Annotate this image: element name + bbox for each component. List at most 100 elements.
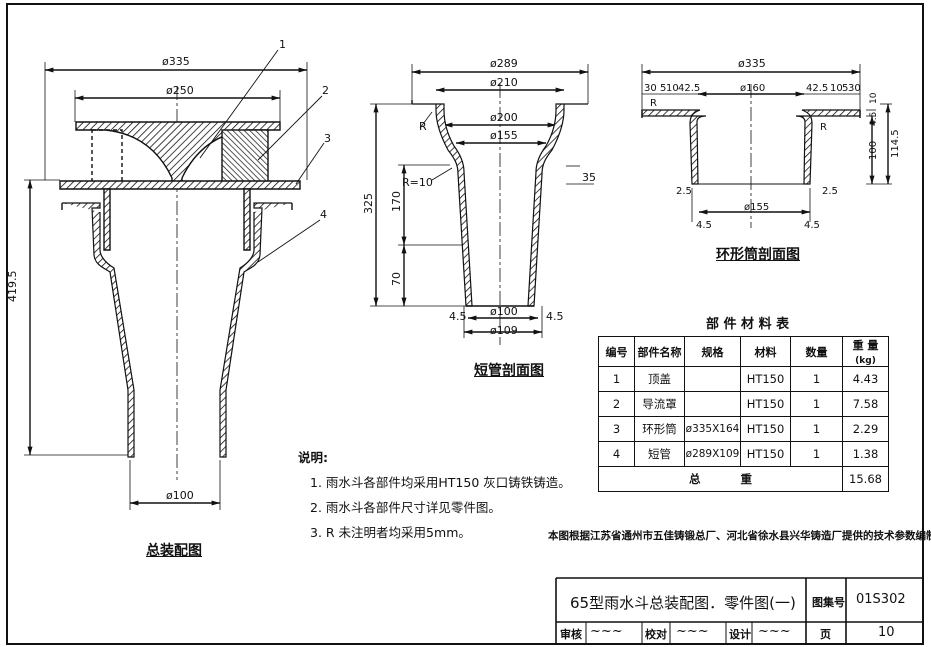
ring-dim-25-l: 2.5 <box>676 186 692 197</box>
callout-1: 1 <box>279 38 286 51</box>
cell-weight: 4.43 <box>842 366 889 392</box>
ring-caption: 环形筒剖面图 <box>716 247 800 263</box>
short-pipe-right-wall <box>219 202 292 458</box>
short-pipe-drawing <box>370 64 594 345</box>
table-header-row: 编号 部件名称 规格 材料 数量 重 量(kg) <box>598 336 889 367</box>
note-item-1: 1. 雨水斗各部件均采用HT150 灰口铸铁铸造。 <box>310 475 571 490</box>
col-header-qty: 数量 <box>790 336 843 367</box>
cell-material: HT150 <box>740 441 791 467</box>
pipe-dim-289-label: ø289 <box>490 57 518 70</box>
table-total-row: 总 重 15.68 <box>598 466 889 492</box>
deflector-hood-left <box>91 129 123 183</box>
cell-name: 导流罩 <box>634 391 685 417</box>
pipe-dim-109-label: ø109 <box>490 324 518 337</box>
pipe-caption: 短管剖面图 <box>474 363 544 379</box>
source-note: 本图根据江苏省通州市五佳铸锻总厂、河北省徐水县兴华铸造厂提供的技术参数编制。 <box>548 530 931 542</box>
check-label: 校对 <box>645 628 667 641</box>
assembly-caption: 总装配图 <box>146 543 202 559</box>
pipe-dim-325-label: 325 <box>362 193 375 214</box>
ring-dim-30-l: 30 <box>644 83 657 94</box>
ring-dim-10-r: 10 <box>830 83 843 94</box>
title-block-frame <box>555 577 923 644</box>
page-number: 10 <box>878 625 895 640</box>
cell-material: HT150 <box>740 366 791 392</box>
ring-dim-25-r: 2.5 <box>822 186 838 197</box>
review-label: 审核 <box>560 628 582 641</box>
note-item-2: 2. 雨水斗各部件尺寸详见零件图。 <box>310 500 501 515</box>
assembly-dim-335-label: ø335 <box>162 55 190 68</box>
ring-dim-5-l: 5 <box>660 83 667 94</box>
callout-2: 2 <box>322 84 329 97</box>
ring-left-wall <box>641 109 707 185</box>
ring-dim-v1145: 114.5 <box>890 129 901 158</box>
notes-heading: 说明: <box>298 450 328 465</box>
cell-no: 4 <box>598 441 635 467</box>
table-row: 1 顶盖 HT150 1 4.43 <box>598 366 889 392</box>
cell-qty: 1 <box>790 366 843 392</box>
cell-name: 顶盖 <box>634 366 685 392</box>
ring-dim-5-r: 5 <box>842 83 849 94</box>
ring-dim-335-label: ø335 <box>738 57 766 70</box>
weight-label: 重 量 <box>852 339 879 352</box>
ring-dim-v45: 4.5 <box>869 111 879 126</box>
callout-3: 3 <box>324 132 331 145</box>
ring-dim-v100: 100 <box>868 140 879 160</box>
cell-qty: 1 <box>790 391 843 417</box>
pipe-dim-210-label: ø210 <box>490 76 518 89</box>
col-header-spec: 规格 <box>684 336 741 367</box>
pipe-r10-label: R=10 <box>402 176 433 189</box>
check-signature: ~~~ <box>676 624 709 639</box>
pipe-dim-45-right: 4.5 <box>546 310 564 323</box>
col-header-no: 编号 <box>598 336 635 367</box>
ring-r-left: R <box>650 98 657 109</box>
pipe-dim-200-label: ø200 <box>490 111 518 124</box>
review-signature: ~~~ <box>590 624 623 639</box>
cell-spec: ø335X164 <box>684 416 741 442</box>
table-row: 3 环形筒 ø335X164 HT150 1 2.29 <box>598 416 889 442</box>
cell-spec <box>684 391 741 417</box>
assembly-dim-100-label: ø100 <box>166 489 194 502</box>
cell-spec: ø289X109 <box>684 441 741 467</box>
pipe-dim-45-left: 4.5 <box>449 310 467 323</box>
pipe-dim-170-label: 170 <box>390 191 403 212</box>
col-header-weight: 重 量(kg) <box>842 336 889 367</box>
pipe-r-label: R <box>419 120 427 133</box>
cell-no: 2 <box>598 391 635 417</box>
ring-tube-drawing <box>641 64 892 228</box>
cell-name: 短管 <box>634 441 685 467</box>
cell-qty: 1 <box>790 441 843 467</box>
design-signature: ~~~ <box>758 624 791 639</box>
ring-flange-part-3 <box>59 180 301 190</box>
total-value: 15.68 <box>842 466 889 492</box>
table-row: 4 短管 ø289X109 HT150 1 1.38 <box>598 441 889 467</box>
cell-material: HT150 <box>740 391 791 417</box>
cell-weight: 7.58 <box>842 391 889 417</box>
parts-table: 编号 部件名称 规格 材料 数量 重 量(kg) 1 顶盖 HT150 1 4.… <box>598 336 889 492</box>
col-header-material: 材料 <box>740 336 791 367</box>
pipe-left-wall <box>412 103 473 307</box>
deflector-hood-part-2 <box>221 129 269 183</box>
col-header-name: 部件名称 <box>634 336 685 367</box>
assembly-dim-4195-label: 419.5 <box>6 270 19 303</box>
cell-qty: 1 <box>790 416 843 442</box>
cell-material: HT150 <box>740 416 791 442</box>
cell-weight: 2.29 <box>842 416 889 442</box>
pipe-dim-100-label: ø100 <box>490 305 518 318</box>
note-item-3: 3. R 未注明者均采用5mm。 <box>310 525 471 540</box>
atlas-label: 图集号 <box>812 596 845 609</box>
cell-name: 环形筒 <box>634 416 685 442</box>
ring-right-wall <box>795 109 861 185</box>
ring-dim-10-l: 10 <box>666 83 679 94</box>
pipe-dim-155-label: ø155 <box>490 129 518 142</box>
cell-weight: 1.38 <box>842 441 889 467</box>
table-row: 2 导流罩 HT150 1 7.58 <box>598 391 889 417</box>
assembly-dim-250-label: ø250 <box>166 84 194 97</box>
cell-spec <box>684 366 741 392</box>
ring-dim-425-r: 42.5 <box>806 83 829 94</box>
atlas-number: 01S302 <box>856 592 906 607</box>
design-label: 设计 <box>729 628 751 641</box>
ring-dim-30-r: 30 <box>848 83 861 94</box>
parts-table-title: 部 件 材 料 表 <box>706 317 790 332</box>
cell-no: 3 <box>598 416 635 442</box>
total-label: 总 重 <box>598 466 843 492</box>
